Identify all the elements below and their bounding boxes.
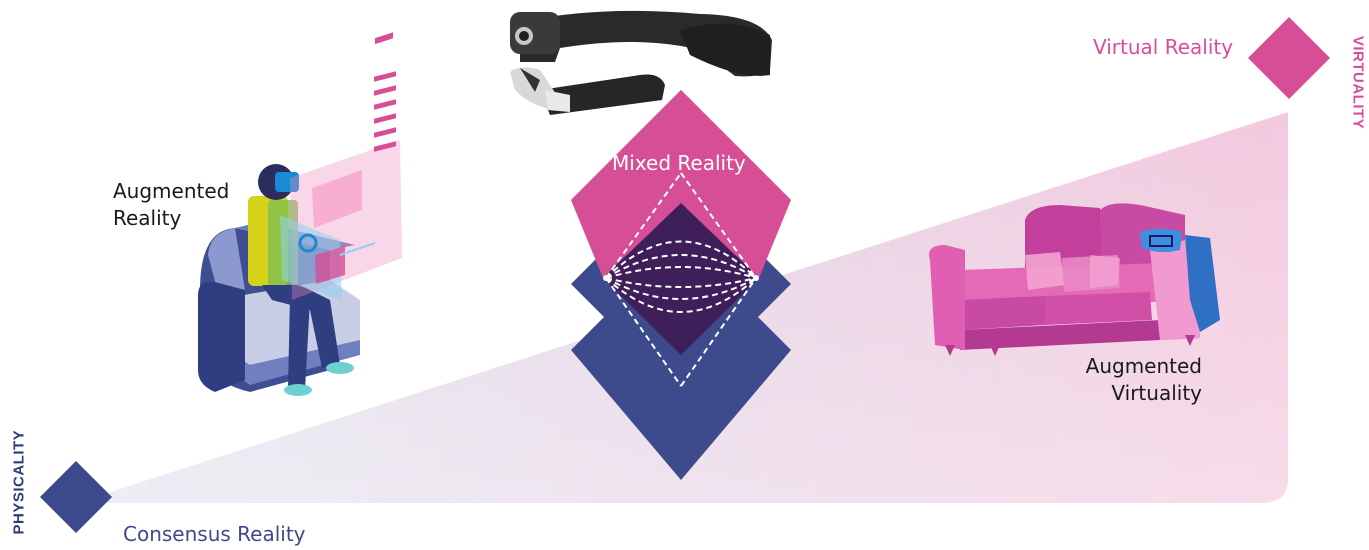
ray-node-right <box>753 275 759 281</box>
consensus-reality-label: Consensus Reality <box>123 521 306 548</box>
virtual-reality-diamond <box>1248 17 1330 99</box>
ray-node-left <box>603 275 609 281</box>
virtual-reality-label: Virtual Reality <box>1093 34 1233 61</box>
smart-glasses-icon <box>510 11 772 115</box>
virtuality-axis-label: VIRTUALITY <box>1350 33 1367 133</box>
mixed-reality-label: Mixed Reality <box>612 150 746 177</box>
augmented-reality-label: Augmented Reality <box>113 178 229 232</box>
physicality-diamond <box>40 461 112 533</box>
augmented-virtuality-label: Augmented Virtuality <box>1078 353 1202 407</box>
physicality-axis-label: PHYSICALITY <box>11 435 28 535</box>
